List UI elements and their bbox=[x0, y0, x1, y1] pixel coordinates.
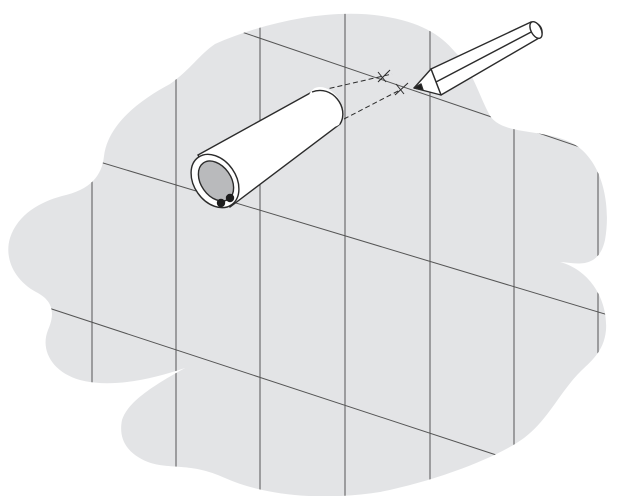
screw-hole bbox=[225, 193, 235, 203]
grout-line-diagonal bbox=[59, 149, 607, 319]
pencil-lead bbox=[413, 83, 424, 91]
tube-far-end-edge bbox=[311, 89, 344, 125]
pencil-icon bbox=[413, 21, 543, 96]
pencil-facet bbox=[435, 29, 536, 83]
wall-plug-tube bbox=[190, 87, 344, 209]
wall-surface bbox=[8, 13, 607, 496]
grout-line-diagonal bbox=[8, 449, 161, 496]
pencil-end bbox=[529, 21, 543, 39]
drill-mark-crosses bbox=[377, 69, 409, 96]
screw-hole bbox=[216, 198, 226, 208]
projection-lines bbox=[313, 73, 401, 120]
